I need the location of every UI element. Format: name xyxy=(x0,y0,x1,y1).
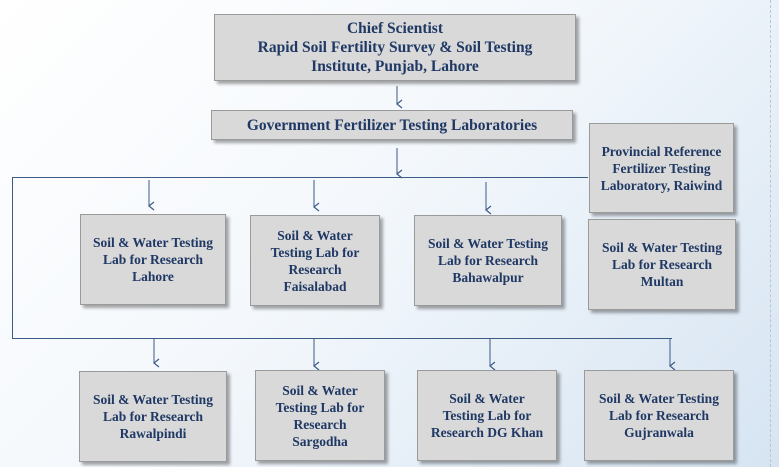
gftl-box: Government Fertilizer Testing Laboratori… xyxy=(211,110,573,140)
connector-horizontal-bottom xyxy=(12,338,672,339)
lab-box-rawalpindi: Soil & Water Testing Lab for Research Ra… xyxy=(79,371,227,462)
ref-line-3: Laboratory, Raiwind xyxy=(600,177,723,193)
ref-line-2: Fertilizer Testing xyxy=(612,160,711,176)
lab-line: Testing Lab for xyxy=(270,244,360,260)
lab-box-faisalabad: Soil & Water Testing Lab for Research Fa… xyxy=(250,215,380,306)
page-edge-guide xyxy=(770,0,772,467)
lab-line: Rawalpindi xyxy=(119,426,187,441)
lab-line: Lab for Research xyxy=(103,252,203,267)
lab-line: Lahore xyxy=(132,269,174,284)
chief-line-2: Rapid Soil Fertility Survey & Soil Testi… xyxy=(257,39,533,56)
provincial-reference-lab-box: Provincial Reference Fertilizer Testing … xyxy=(589,123,734,213)
lab-line: Soil & Water xyxy=(277,227,353,243)
lab-box-multan: Soil & Water Testing Lab for Research Mu… xyxy=(588,219,736,310)
lab-line: Soil & Water Testing xyxy=(93,235,213,250)
lab-line: Bahawalpur xyxy=(452,270,524,285)
lab-line: Multan xyxy=(640,274,684,289)
chief-line-1: Chief Scientist xyxy=(346,20,443,37)
lab-line: Soil & Water Testing xyxy=(93,392,213,407)
lab-line: Research DG Khan xyxy=(430,425,544,440)
lab-line: Research xyxy=(288,261,342,277)
lab-line: Testing Lab for xyxy=(442,408,532,423)
lab-line: Soil & Water Testing xyxy=(602,240,722,255)
lab-line: Soil & Water xyxy=(282,382,358,398)
lab-line: Lab for Research xyxy=(612,257,712,272)
chief-line-3: Institute, Punjab, Lahore xyxy=(311,58,479,75)
lab-box-gujranwala: Soil & Water Testing Lab for Research Gu… xyxy=(584,370,734,461)
lab-line: Testing Lab for xyxy=(275,399,365,415)
lab-line: Faisalabad xyxy=(283,278,347,294)
lab-line: Soil & Water xyxy=(449,391,525,406)
lab-box-sargodha: Soil & Water Testing Lab for Research Sa… xyxy=(255,370,385,461)
lab-line: Soil & Water Testing xyxy=(599,391,719,406)
lab-line: Research xyxy=(293,416,347,432)
lab-line: Lab for Research xyxy=(609,408,709,423)
lab-line: Sargodha xyxy=(292,433,348,449)
lab-line: Gujranwala xyxy=(624,425,694,440)
connector-vertical-left xyxy=(12,177,13,339)
connector-horizontal-top xyxy=(12,177,588,178)
lab-box-bahawalpur: Soil & Water Testing Lab for Research Ba… xyxy=(414,215,562,306)
lab-box-dg-khan: Soil & Water Testing Lab for Research DG… xyxy=(417,370,557,461)
lab-line: Soil & Water Testing xyxy=(428,236,548,251)
chief-scientist-box: Chief Scientist Rapid Soil Fertility Sur… xyxy=(214,14,576,81)
lab-box-lahore: Soil & Water Testing Lab for Research La… xyxy=(80,214,226,305)
lab-line: Lab for Research xyxy=(103,409,203,424)
lab-line: Lab for Research xyxy=(438,253,538,268)
gftl-label: Government Fertilizer Testing Laboratori… xyxy=(246,116,538,134)
ref-line-1: Provincial Reference xyxy=(601,143,722,159)
